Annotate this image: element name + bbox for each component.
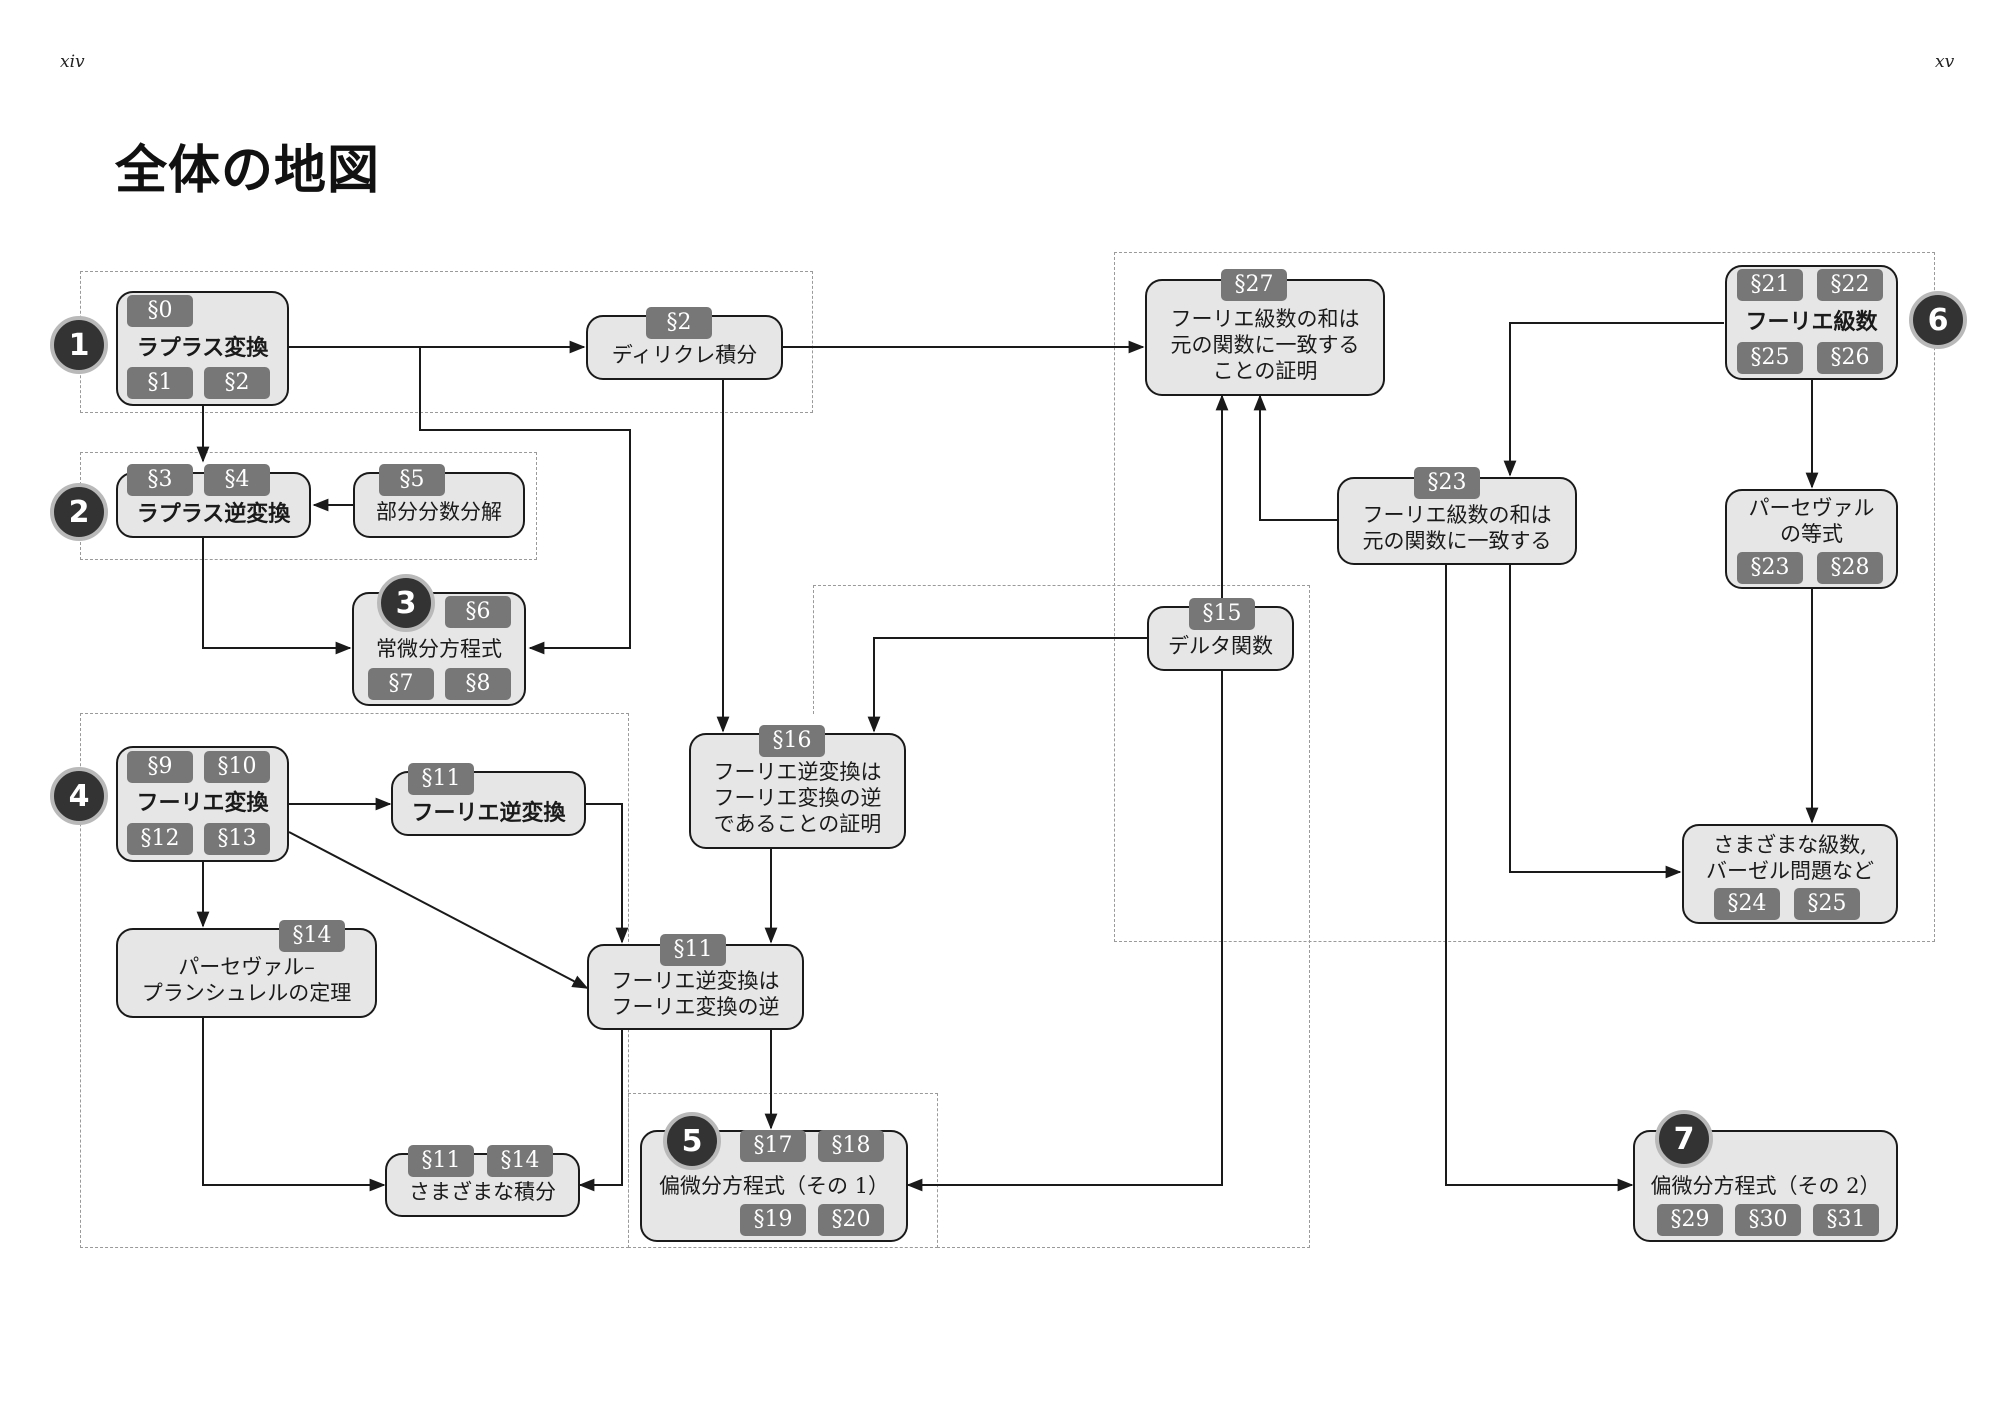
node-label: デルタ関数	[1168, 633, 1273, 658]
node-label: 偏微分方程式（その 2）	[1650, 1174, 1881, 1198]
node-label: フーリエ逆変換は フーリエ変換の逆	[611, 969, 780, 1019]
section-tag: §8	[445, 668, 511, 700]
section-tag: §25	[1737, 342, 1803, 374]
group-number-badge: 3	[377, 574, 435, 632]
node-label: フーリエ級数の和は 元の関数に一致する	[1362, 503, 1552, 553]
node-label: 常微分方程式	[376, 637, 502, 661]
edge-series-sum-various-series	[1509, 565, 1682, 879]
node-label: パーセヴァル– プランシュレルの定理	[141, 955, 352, 1005]
section-tag: §16	[759, 725, 825, 757]
node-label: ラプラス逆変換	[136, 502, 291, 527]
group-number-badge: 2	[50, 483, 108, 541]
node-label: さまざまな積分	[409, 1180, 556, 1204]
edge-delta-inverse-proof	[867, 637, 1147, 733]
section-tag: §23	[1414, 467, 1480, 499]
group-frame-delta	[813, 585, 1310, 586]
group-number-badge: 1	[50, 316, 108, 374]
section-tag: §14	[279, 920, 345, 952]
edge-inverse-laplace-ode	[202, 538, 352, 655]
section-tag: §11	[660, 934, 726, 966]
section-tag: §2	[646, 307, 712, 339]
node-label: フーリエ級数	[1745, 309, 1878, 335]
page-number-right: xv	[1935, 52, 1955, 72]
section-tag: §21	[1737, 269, 1803, 301]
section-tag: §5	[379, 464, 445, 496]
group-number-badge: 7	[1655, 1110, 1713, 1168]
node-label: ディリクレ積分	[611, 342, 758, 367]
section-tag: §11	[408, 763, 474, 795]
group-number-badge: 4	[50, 767, 108, 825]
page-title: 全体の地図	[115, 141, 381, 201]
section-tag: §18	[818, 1130, 884, 1162]
edge-fourier-inverse-is-inverse	[288, 831, 589, 989]
section-tag: §25	[1794, 888, 1860, 920]
section-tag: §28	[1817, 552, 1883, 584]
group-number-badge: 5	[663, 1112, 721, 1170]
group-number-badge: 6	[1909, 291, 1967, 349]
section-tag: §3	[127, 464, 193, 496]
section-tag: §2	[204, 367, 270, 399]
edge-fourier-series-series-sum	[1503, 322, 1724, 477]
group-frame-5	[628, 1093, 938, 1248]
section-tag: §30	[1735, 1204, 1801, 1236]
section-tag: §14	[487, 1145, 553, 1177]
section-tag: §10	[204, 751, 270, 783]
edge-inverse-fourier-a-inverse-is-inverse	[586, 803, 629, 944]
node-label: フーリエ級数の和は 元の関数に一致する ことの証明	[1170, 306, 1360, 383]
node-label: フーリエ変換	[136, 791, 269, 816]
node-label: 部分分数分解	[376, 500, 502, 524]
section-tag: §7	[368, 668, 434, 700]
section-tag: §6	[445, 596, 511, 628]
group-frame-bottom-mid	[937, 1247, 1310, 1248]
section-tag: §12	[127, 823, 193, 855]
node-label: 偏微分方程式（その 1）	[658, 1174, 890, 1198]
section-tag: §26	[1817, 342, 1883, 374]
section-tag: §9	[127, 751, 193, 783]
node-label: フーリエ逆変換	[411, 800, 566, 826]
edge-delta-pde1	[906, 671, 1223, 1192]
section-tag: §11	[408, 1145, 474, 1177]
group-frame-6	[1114, 252, 1935, 942]
node-label: ラプラス変換	[136, 335, 269, 361]
section-tag: §24	[1714, 888, 1780, 920]
edge-inverse-is-inverse-various-integrals	[578, 1030, 623, 1192]
node-label: パーセヴァル の等式	[1748, 496, 1875, 546]
edge-parseval-plancherel-various-integrals	[202, 1018, 386, 1192]
section-tag: §23	[1737, 552, 1803, 584]
section-tag: §15	[1189, 598, 1255, 630]
section-tag: §0	[127, 295, 193, 327]
section-tag: §13	[204, 823, 270, 855]
node-label: フーリエ逆変換は フーリエ変換の逆 であることの証明	[713, 760, 882, 836]
section-tag: §17	[740, 1130, 806, 1162]
node-label: さまざまな級数, バーゼル問題など	[1706, 833, 1874, 883]
section-tag: §4	[204, 464, 270, 496]
edge-series-sum-series-proof	[1253, 394, 1337, 521]
section-tag: §27	[1221, 269, 1287, 301]
section-tag: §29	[1657, 1204, 1723, 1236]
section-tag: §22	[1817, 269, 1883, 301]
edge-series-sum-pde2	[1445, 565, 1634, 1192]
group-frame-delta-right	[1309, 585, 1310, 1248]
page-number-left: xiv	[60, 52, 85, 72]
section-tag: §19	[740, 1204, 806, 1236]
section-tag: §31	[1813, 1204, 1879, 1236]
group-frame-4-top	[813, 585, 814, 714]
section-tag: §1	[127, 367, 193, 399]
edge-laplace-ode	[289, 346, 631, 655]
section-tag: §20	[818, 1204, 884, 1236]
